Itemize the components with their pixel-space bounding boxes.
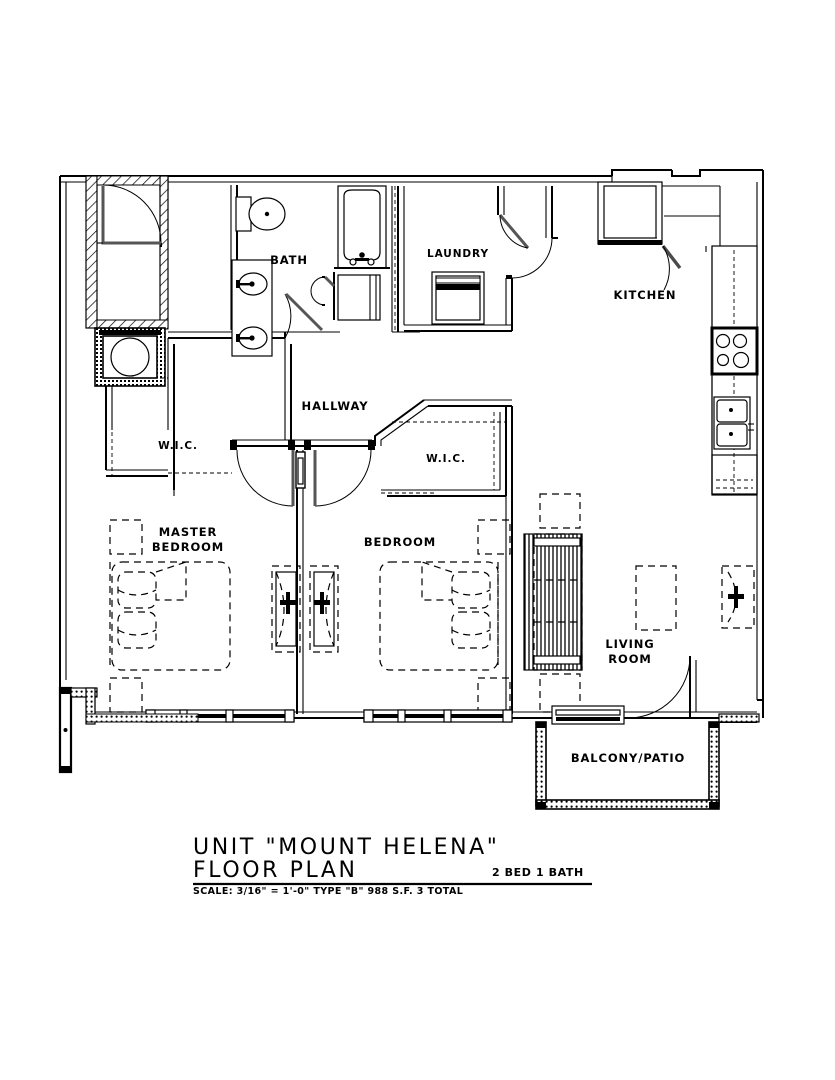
- room-label-wic-master: W.I.C.: [158, 440, 198, 452]
- title-block: UNIT "MOUNT HELENA" FLOOR PLAN 2 BED 1 B…: [193, 835, 592, 897]
- room-label-master-line2: BEDROOM: [152, 540, 224, 554]
- patio-door: [551, 655, 697, 725]
- room-label-balcony: BALCONY/PATIO: [571, 751, 685, 765]
- laundry-room: [403, 186, 553, 332]
- entry-vestibule: [85, 175, 169, 330]
- room-label-living-line2: ROOM: [608, 652, 651, 666]
- room-label-wic-bedroom: W.I.C.: [426, 453, 466, 465]
- bed-bath-label: 2 BED 1 BATH: [492, 866, 584, 879]
- bedroom-furniture: [379, 519, 511, 713]
- room-label-kitchen: KITCHEN: [614, 288, 677, 302]
- bath-room: [168, 185, 420, 357]
- room-label-living-line1: LIVING: [605, 637, 654, 651]
- scale-note: SCALE: 3/16" = 1'-0" TYPE "B" 988 S.F. 3…: [193, 886, 463, 897]
- plan-title: FLOOR PLAN: [193, 858, 358, 883]
- hallway-partitions: [105, 338, 513, 714]
- kitchen-area: [545, 181, 759, 496]
- balcony-patio: [535, 713, 760, 810]
- room-label-bedroom: BEDROOM: [364, 535, 436, 549]
- water-heater-closet: [94, 327, 166, 387]
- room-label-bath: BATH: [270, 253, 308, 267]
- room-label-laundry: LAUNDRY: [427, 248, 489, 260]
- room-label-hallway: HALLWAY: [302, 399, 369, 413]
- room-labels: BATH LAUNDRY KITCHEN HALLWAY W.I.C. W.I.…: [152, 248, 685, 765]
- room-label-master-line1: MASTER: [159, 525, 218, 539]
- unit-title: UNIT "MOUNT HELENA": [193, 835, 500, 860]
- left-exterior-balcony: [58, 686, 199, 774]
- center-closets: [271, 565, 339, 653]
- master-bedroom-furniture: [109, 519, 231, 713]
